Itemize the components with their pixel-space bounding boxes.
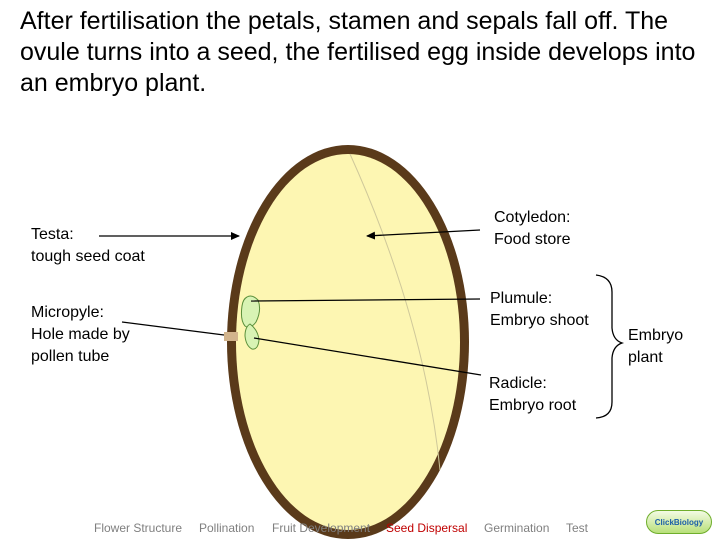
clickbiology-logo[interactable]: ClickBiology <box>646 510 712 534</box>
slide-title: After fertilisation the petals, stamen a… <box>20 7 696 97</box>
plumule-label-line1: Plumule: <box>490 290 553 307</box>
plumule-pointer <box>250 298 481 302</box>
radicle-label: Radicle: Embryo root <box>489 373 576 417</box>
cotyledon-divider <box>349 153 441 471</box>
micropyle-label-line1: Micropyle: <box>31 304 104 321</box>
plumule-label: Plumule: Embryo shoot <box>490 288 589 332</box>
cotyledon-body <box>236 154 460 530</box>
cotyledon-label: Cotyledon: Food store <box>494 207 571 251</box>
testa-label-line2: tough seed coat <box>31 248 145 265</box>
nav-link-seed-dispersal[interactable]: Seed Dispersal <box>386 521 468 535</box>
cotyledon-label-line2: Food store <box>494 231 571 248</box>
testa-label-line1: Testa: <box>31 226 74 243</box>
nav-link-test[interactable]: Test <box>566 521 589 535</box>
embryo-plant-label-line2: plant <box>628 349 663 366</box>
testa-label: Testa: tough seed coat <box>31 224 145 268</box>
micropyle-label-line2: Hole made by <box>31 326 130 343</box>
radicle-label-line1: Radicle: <box>489 375 547 392</box>
radicle-shape <box>244 323 260 350</box>
nav-link-pollination[interactable]: Pollination <box>199 521 255 535</box>
nav-link-fruit-development[interactable]: Fruit Development <box>272 521 371 535</box>
embryo-plant-label: Embryo plant <box>628 325 683 369</box>
clickbiology-logo-text: ClickBiology <box>654 517 704 527</box>
nav-link-flower-structure[interactable]: Flower Structure <box>94 521 183 535</box>
cotyledon-label-line1: Cotyledon: <box>494 209 571 226</box>
micropyle-pointer <box>121 321 225 336</box>
micropyle-opening <box>224 332 238 341</box>
embryo-plant-label-line1: Embryo <box>628 327 684 344</box>
plumule-label-line2: Embryo shoot <box>490 312 589 329</box>
nav-link-germination[interactable]: Germination <box>484 521 550 535</box>
radicle-pointer <box>253 337 482 376</box>
micropyle-label-line3: pollen tube <box>31 348 110 365</box>
micropyle-label: Micropyle: Hole made by pollen tube <box>31 302 130 368</box>
embryo-brace <box>595 274 625 419</box>
radicle-label-line2: Embryo root <box>489 397 577 414</box>
cotyledon-pointer <box>366 229 481 240</box>
